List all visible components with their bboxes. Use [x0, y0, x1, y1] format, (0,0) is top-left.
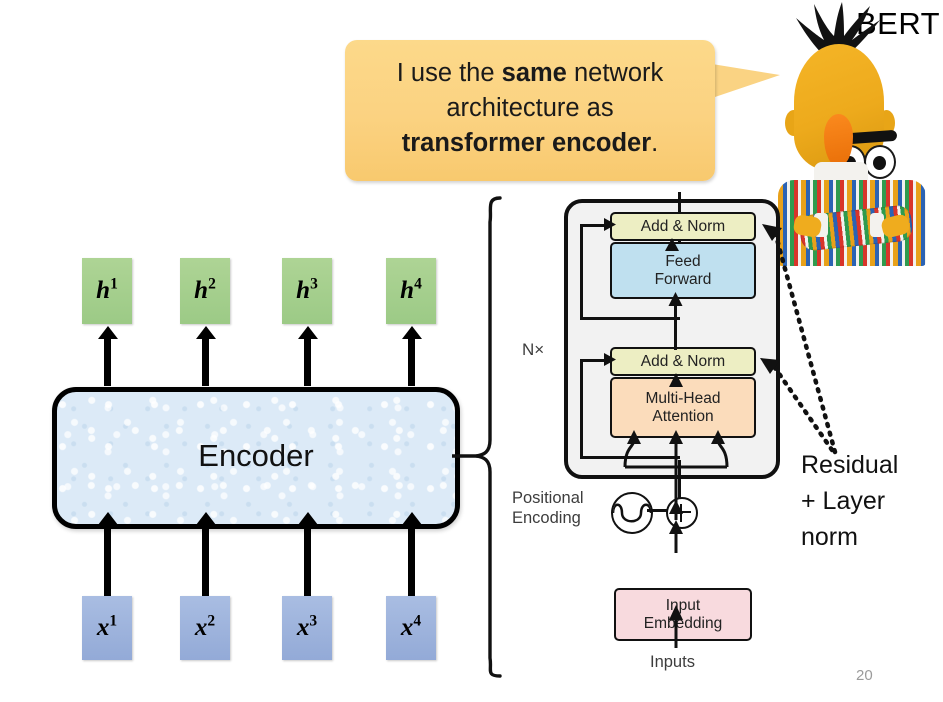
- pupil-right: [873, 156, 886, 170]
- bubble-line3-bold: transformer encoder: [401, 129, 652, 157]
- speech-bubble-tail: [712, 64, 780, 98]
- input-box-x4: x4: [386, 596, 436, 660]
- bubble-line1-bold: same: [501, 59, 567, 87]
- encoder-block: Encoder: [52, 387, 460, 529]
- residual-path-top-vertical: [580, 224, 583, 320]
- input-box-x3: x3: [282, 596, 332, 660]
- residual-path-bottom-bottom: [580, 456, 680, 459]
- output-label-h1: h1: [96, 275, 118, 304]
- hair-icon: [796, 2, 880, 64]
- output-box-h4: h4: [386, 258, 436, 324]
- add-operator-icon: [666, 497, 698, 529]
- bubble-line3-suffix: .: [651, 129, 659, 157]
- inputs-label: Inputs: [650, 653, 695, 671]
- spine-top: [678, 192, 681, 216]
- page-title: BERT: [856, 6, 941, 41]
- bert-puppet-image: [766, 2, 941, 266]
- cuff-right: [870, 213, 884, 237]
- residual-path-top-arrow-stem: [580, 224, 604, 227]
- arrow-encoder-to-h2: [195, 326, 216, 386]
- input-box-x2: x2: [180, 596, 230, 660]
- positional-encoding-icon: [611, 492, 653, 534]
- eye-right: [864, 145, 896, 179]
- residual-path-bottom-arrow-stem: [580, 359, 604, 362]
- output-label-h4: h4: [400, 275, 422, 304]
- output-box-h1: h1: [82, 258, 132, 324]
- repeat-count-label: N×: [522, 340, 545, 359]
- input-label-x4: x4: [400, 612, 422, 641]
- bubble-line2: architecture as: [446, 94, 614, 122]
- residual-path-top-bottom: [580, 317, 680, 320]
- encoder-label: Encoder: [198, 438, 314, 473]
- input-label-x2: x2: [194, 612, 216, 641]
- arrow-encoder-to-h3: [297, 326, 318, 386]
- output-box-h2: h2: [180, 258, 230, 324]
- pe-to-plus-line: [647, 509, 669, 512]
- arrow-encoder-to-h4: [401, 326, 422, 386]
- brace-encoder-to-transformer: [475, 196, 502, 678]
- output-box-h3: h3: [282, 258, 332, 324]
- input-label-x1: x1: [96, 612, 118, 641]
- output-label-h2: h2: [194, 275, 216, 304]
- spine-addnorm1-ff: [678, 237, 681, 245]
- bubble-line1-suffix: network: [566, 59, 664, 87]
- add-norm-bottom-label: Add & Norm: [640, 352, 726, 370]
- arrow-x1-to-encoder: [97, 512, 118, 596]
- speech-bubble-text: I use the same network architecture as t…: [345, 56, 715, 161]
- sine-wave-glyph: [613, 503, 651, 523]
- bubble-line1-prefix: I use the: [396, 59, 502, 87]
- input-box-x1: x1: [82, 596, 132, 660]
- residual-layernorm-annotation: Residual + Layer norm: [801, 451, 899, 551]
- arrow-x3-to-encoder: [297, 512, 318, 596]
- output-label-h3: h3: [296, 275, 318, 304]
- add-norm-top-label: Add & Norm: [640, 217, 726, 235]
- page-number: 20: [856, 667, 873, 684]
- arrow-encoder-to-h1: [97, 326, 118, 386]
- residual-path-bottom-vertical: [580, 359, 583, 459]
- spine-block-to-plus: [678, 460, 681, 508]
- arrow-x2-to-encoder: [195, 512, 216, 596]
- arrow-x4-to-encoder: [401, 512, 422, 596]
- add-norm-top-box: Add & Norm: [610, 212, 756, 241]
- input-label-x3: x3: [296, 612, 318, 641]
- speech-bubble: I use the same network architecture as t…: [345, 40, 715, 181]
- add-norm-bottom-box: Add & Norm: [610, 347, 756, 376]
- nose: [824, 114, 853, 166]
